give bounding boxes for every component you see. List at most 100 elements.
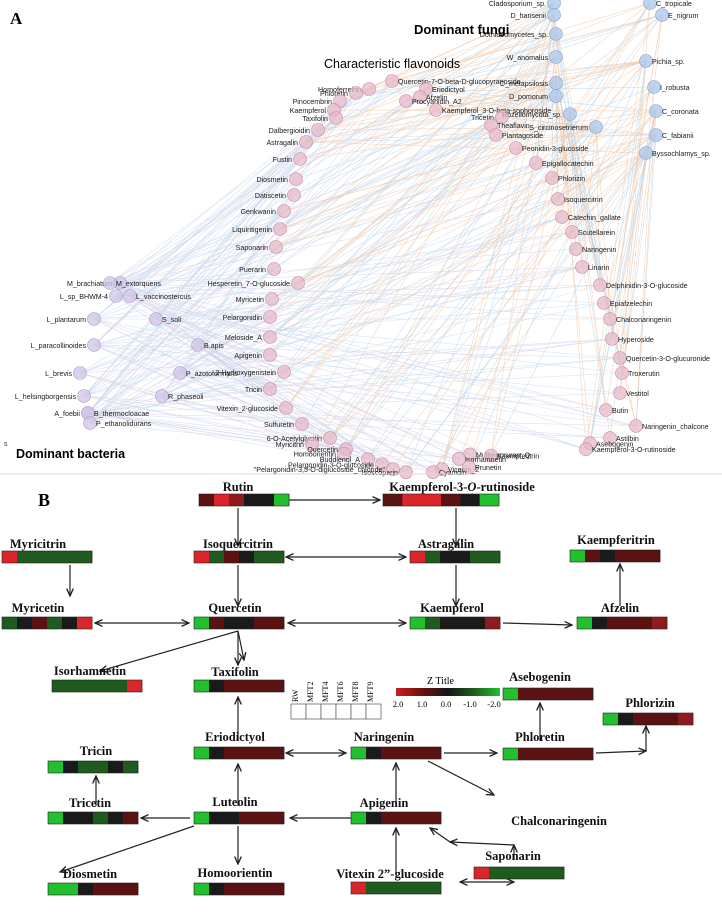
network-edge bbox=[93, 158, 301, 346]
heatmap-frame bbox=[193, 679, 285, 693]
pathway-arrow bbox=[60, 825, 195, 872]
fungus-label-s-circinosetrierum: S_circinosetrierum bbox=[529, 124, 588, 132]
flavonoid-label-procyanidin-a2: Procyanidin_A2 bbox=[412, 98, 462, 106]
heatmap-cell bbox=[534, 867, 550, 879]
flavonoid-node bbox=[399, 94, 413, 108]
network-edge bbox=[269, 2, 555, 390]
network-edge bbox=[89, 246, 277, 424]
flavonoid-node bbox=[551, 192, 565, 206]
network-edge bbox=[555, 33, 587, 450]
network-edge bbox=[490, 134, 657, 456]
network-edge bbox=[179, 336, 271, 374]
heatmap-cell bbox=[194, 812, 210, 824]
flavonoid-node bbox=[489, 128, 503, 142]
network-edge bbox=[271, 110, 657, 300]
fungus-label-dothideomycetes-sp: Dothideomycetes_sp. bbox=[480, 31, 548, 39]
flavonoid-node bbox=[295, 417, 309, 431]
flavonoid-label-phlorizin: Phlorizin bbox=[558, 175, 585, 183]
bacterium-label-m-extorquens: M_extorquens bbox=[116, 280, 161, 288]
network-edge bbox=[87, 357, 621, 414]
network-edge bbox=[161, 198, 559, 397]
fungus-node bbox=[639, 146, 653, 160]
heatmap-cell bbox=[67, 680, 83, 692]
flavonoid-label-vestitol: Vestitol bbox=[626, 390, 649, 398]
heatmap-cell bbox=[93, 883, 109, 895]
network-edge bbox=[109, 282, 271, 318]
flavonoid-label-troxerutin: Troxerutin bbox=[628, 370, 660, 378]
flavonoid-label-pelargonidin: Pelargonidin bbox=[223, 314, 262, 322]
heatmap-cell bbox=[549, 867, 565, 879]
network-edge bbox=[490, 2, 555, 126]
network-edge bbox=[87, 412, 470, 468]
flavonoid-node bbox=[613, 386, 627, 400]
flavonoid-label-astilbin: Astilbin bbox=[616, 435, 639, 443]
fungus-node bbox=[549, 27, 563, 41]
heatmap-cell bbox=[470, 551, 486, 563]
heatmap-cell bbox=[127, 680, 143, 692]
pathway-node-vitexin: Vitexin 2”-glucoside bbox=[336, 867, 444, 895]
network-edge bbox=[129, 295, 637, 427]
heatmap-frame bbox=[198, 493, 290, 507]
sample-column-mft4: MFT4 bbox=[321, 682, 330, 702]
network-edge bbox=[635, 86, 655, 427]
flavonoid-label-genkwanin: Genkwanin bbox=[241, 208, 277, 216]
bacterium-label-b-thermocloacae: B_thermocloacae bbox=[94, 410, 149, 418]
network-edge bbox=[635, 134, 657, 427]
heatmap-cell bbox=[48, 812, 64, 824]
network-edge bbox=[329, 152, 647, 439]
fungus-label-e-nigrum: E_nigrum bbox=[668, 12, 698, 20]
heatmap-cell bbox=[383, 494, 403, 506]
flavonoid-label-mulberroruran-q: Mulberroruran_Q bbox=[476, 451, 530, 459]
flavonoid-node bbox=[579, 442, 593, 457]
network-edge bbox=[197, 162, 537, 346]
pathway-node-label: Rutin bbox=[223, 480, 254, 494]
bacterium-label-l-sp-bhwm-4: L_sp_BHWM-4 bbox=[60, 293, 108, 301]
flavonoid-node bbox=[452, 452, 466, 466]
heatmap-cell bbox=[254, 812, 270, 824]
heatmap-cell bbox=[77, 551, 93, 563]
network-edge bbox=[391, 2, 651, 82]
network-edge bbox=[179, 372, 471, 455]
heatmap-cell bbox=[78, 812, 94, 824]
flavonoid-label-eriodictyol: Eriodictyol bbox=[432, 86, 465, 94]
network-edge bbox=[161, 336, 271, 397]
network-edge bbox=[155, 318, 623, 374]
flavonoid-label-myricetin: Myricetin bbox=[236, 296, 264, 304]
heatmap-cell bbox=[108, 812, 124, 824]
pathway-node-label: Tricetin bbox=[69, 796, 111, 810]
network-edge bbox=[129, 295, 611, 439]
network-edge bbox=[279, 2, 555, 230]
bacterium-label-s-soli: S_soli bbox=[162, 316, 182, 324]
network-edge bbox=[93, 318, 471, 455]
flavonoid-node bbox=[293, 152, 307, 166]
fungus-node bbox=[649, 128, 663, 142]
network-edge bbox=[83, 298, 273, 397]
heatmap-cell bbox=[533, 688, 549, 700]
heatmap-cell bbox=[78, 761, 94, 773]
network-edge bbox=[345, 86, 655, 450]
heatmap-cell bbox=[548, 748, 564, 760]
pathway-node-myricetin: Myricetin bbox=[1, 601, 93, 630]
network-edge bbox=[109, 96, 421, 284]
pathway-node-label: Phlorizin bbox=[625, 696, 674, 710]
flavonoid-label-naringenin: Naringenin bbox=[582, 246, 616, 254]
heatmap-cell bbox=[93, 761, 109, 773]
flavonoid-node bbox=[545, 171, 559, 185]
pathway-node-label: Quercetin bbox=[208, 601, 261, 615]
heatmap-cell bbox=[32, 617, 48, 629]
flavonoid-label-pelargonidin-3-o-glucoside: Pelargonidin-3-O-glucoside bbox=[288, 461, 374, 469]
flavonoid-label-datiscetin: Datiscetin bbox=[255, 192, 286, 200]
network-edge bbox=[269, 56, 557, 390]
flavonoid-node bbox=[265, 292, 279, 306]
heatmap-cell bbox=[194, 617, 210, 629]
scale-tick-label: 0.0 bbox=[441, 699, 452, 709]
flavonoid-label-chalconaringenin: Chalconaringenin bbox=[616, 316, 671, 324]
heatmap-frame bbox=[193, 811, 285, 825]
network-edge bbox=[585, 2, 651, 450]
network-edge bbox=[317, 126, 597, 131]
fungus-node bbox=[643, 0, 657, 10]
